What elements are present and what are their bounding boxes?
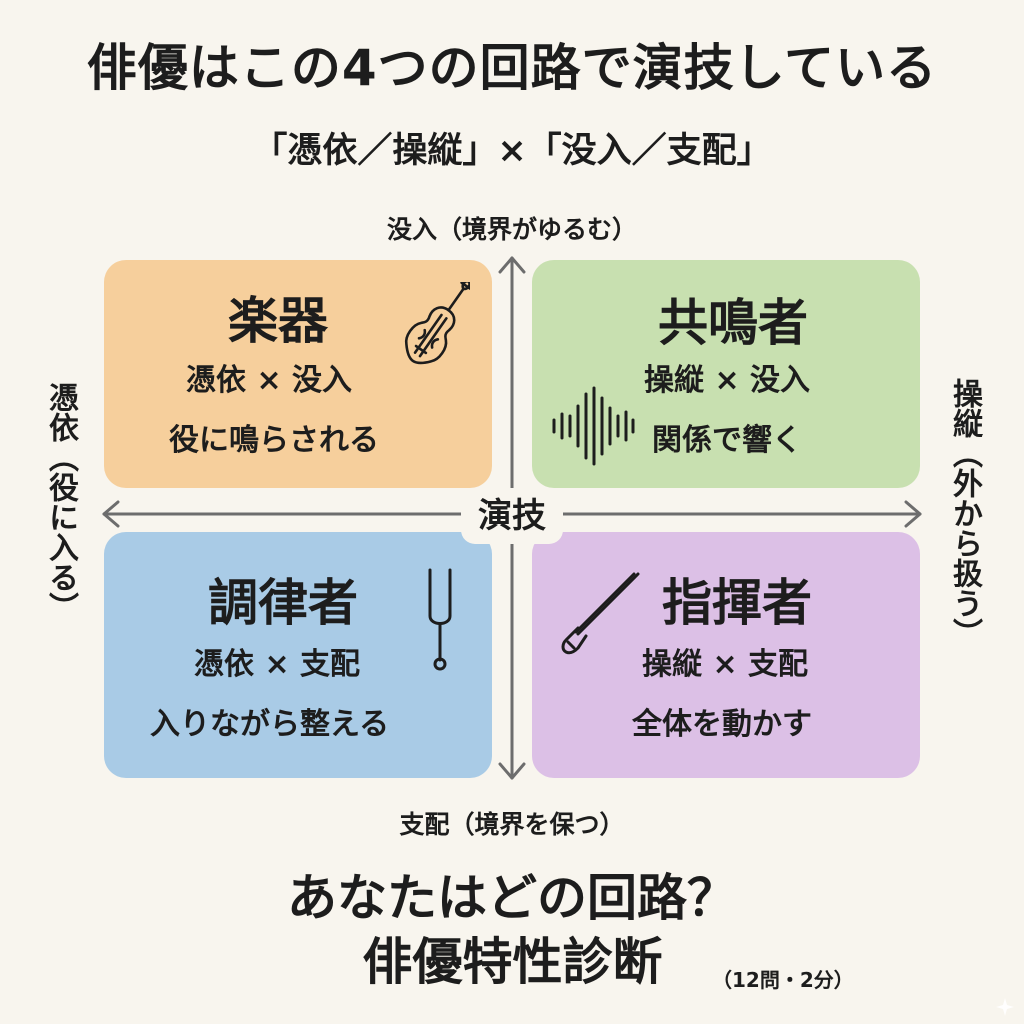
footer-question: あなたはどの回路？: [287, 869, 737, 927]
arrow-down-icon: [498, 762, 526, 780]
axis-label-left: 憑依（役に入る）: [43, 382, 78, 622]
quadrant-tuner: 調律者 憑依 × 支配 入りながら整える: [104, 532, 492, 778]
quadrant-description: 関係で響く: [652, 423, 802, 458]
axis-label-top: 没入（境界がゆるむ）: [386, 215, 637, 244]
arrow-up-icon: [498, 256, 526, 274]
axis-label-bottom: 支配（境界を保つ）: [399, 810, 625, 839]
arrow-right-icon: [904, 500, 922, 528]
sparkle-icon: [996, 998, 1014, 1016]
footer-title: 俳優特性診断: [362, 933, 663, 991]
footer-note: （12問・2分）: [712, 968, 854, 992]
quadrant-instrument: 楽器 憑依 × 没入 役に鳴らされる: [104, 260, 492, 488]
quadrant-name: 楽器: [228, 292, 328, 350]
violin-icon: [404, 282, 470, 365]
quadrant-combo: 操縦 × 支配: [642, 647, 809, 682]
tuning-fork-icon: [428, 568, 452, 671]
axis-label-right: 操縦（外から扱う）: [947, 378, 982, 648]
quadrant-combo: 操縦 × 没入: [644, 363, 811, 398]
center-label: 演技: [461, 488, 563, 544]
quadrant-description: 役に鳴らされる: [169, 423, 379, 458]
page-title: 俳優はこの4つの回路で演技している: [86, 39, 938, 97]
page-subtitle: 「憑依／操縦」×「没入／支配」: [252, 131, 772, 171]
quadrant-conductor: 指揮者 操縦 × 支配 全体を動かす: [532, 532, 920, 778]
quadrant-name: 指揮者: [662, 574, 812, 632]
quadrant-description: 全体を動かす: [632, 707, 812, 742]
quadrant-combo: 憑依 × 支配: [194, 647, 361, 682]
arrow-left-icon: [102, 500, 120, 528]
baton-icon: [561, 572, 640, 655]
quadrant-description: 入りながら整える: [150, 707, 390, 742]
quadrant-combo: 憑依 × 没入: [186, 363, 353, 398]
quadrant-name: 調律者: [208, 574, 358, 632]
quadrant-name: 共鳴者: [658, 294, 808, 352]
quadrant-resonator: 共鳴者 操縦 × 没入 関係で響く: [532, 260, 920, 488]
sound-wave-icon: [552, 386, 635, 466]
